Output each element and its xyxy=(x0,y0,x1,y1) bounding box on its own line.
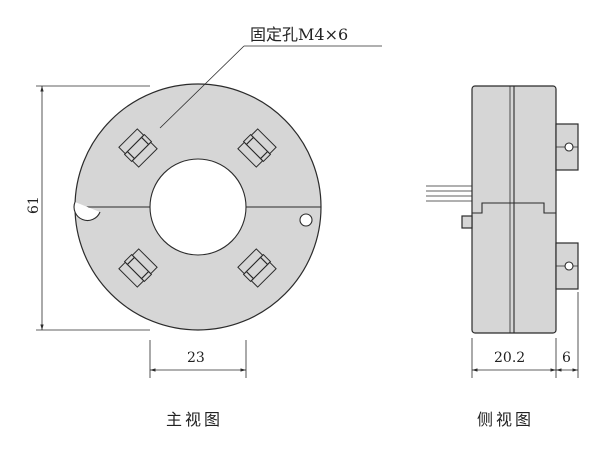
side-view: 20.2 6 xyxy=(426,85,579,378)
latch-tab xyxy=(461,215,473,229)
top-bracket-hole xyxy=(564,142,574,152)
latch-step xyxy=(472,202,556,214)
front-view-caption: 主视图 xyxy=(166,410,223,429)
callout-text: 固定孔M4×6 xyxy=(250,25,348,44)
dim-20-2-label: 20.2 xyxy=(494,350,525,366)
hinge-notch xyxy=(73,201,101,221)
callout-leader xyxy=(159,45,245,129)
dim-23-label: 23 xyxy=(187,350,205,366)
bottom-bracket-hole xyxy=(564,261,574,271)
dim-61-label: 61 xyxy=(26,196,42,214)
dim-6-label: 6 xyxy=(562,350,571,366)
center-aperture xyxy=(149,158,247,256)
side-view-caption: 侧视图 xyxy=(477,410,534,429)
front-view: 固定孔M4×6 61 23 xyxy=(26,25,382,378)
latch-hole xyxy=(299,213,313,227)
